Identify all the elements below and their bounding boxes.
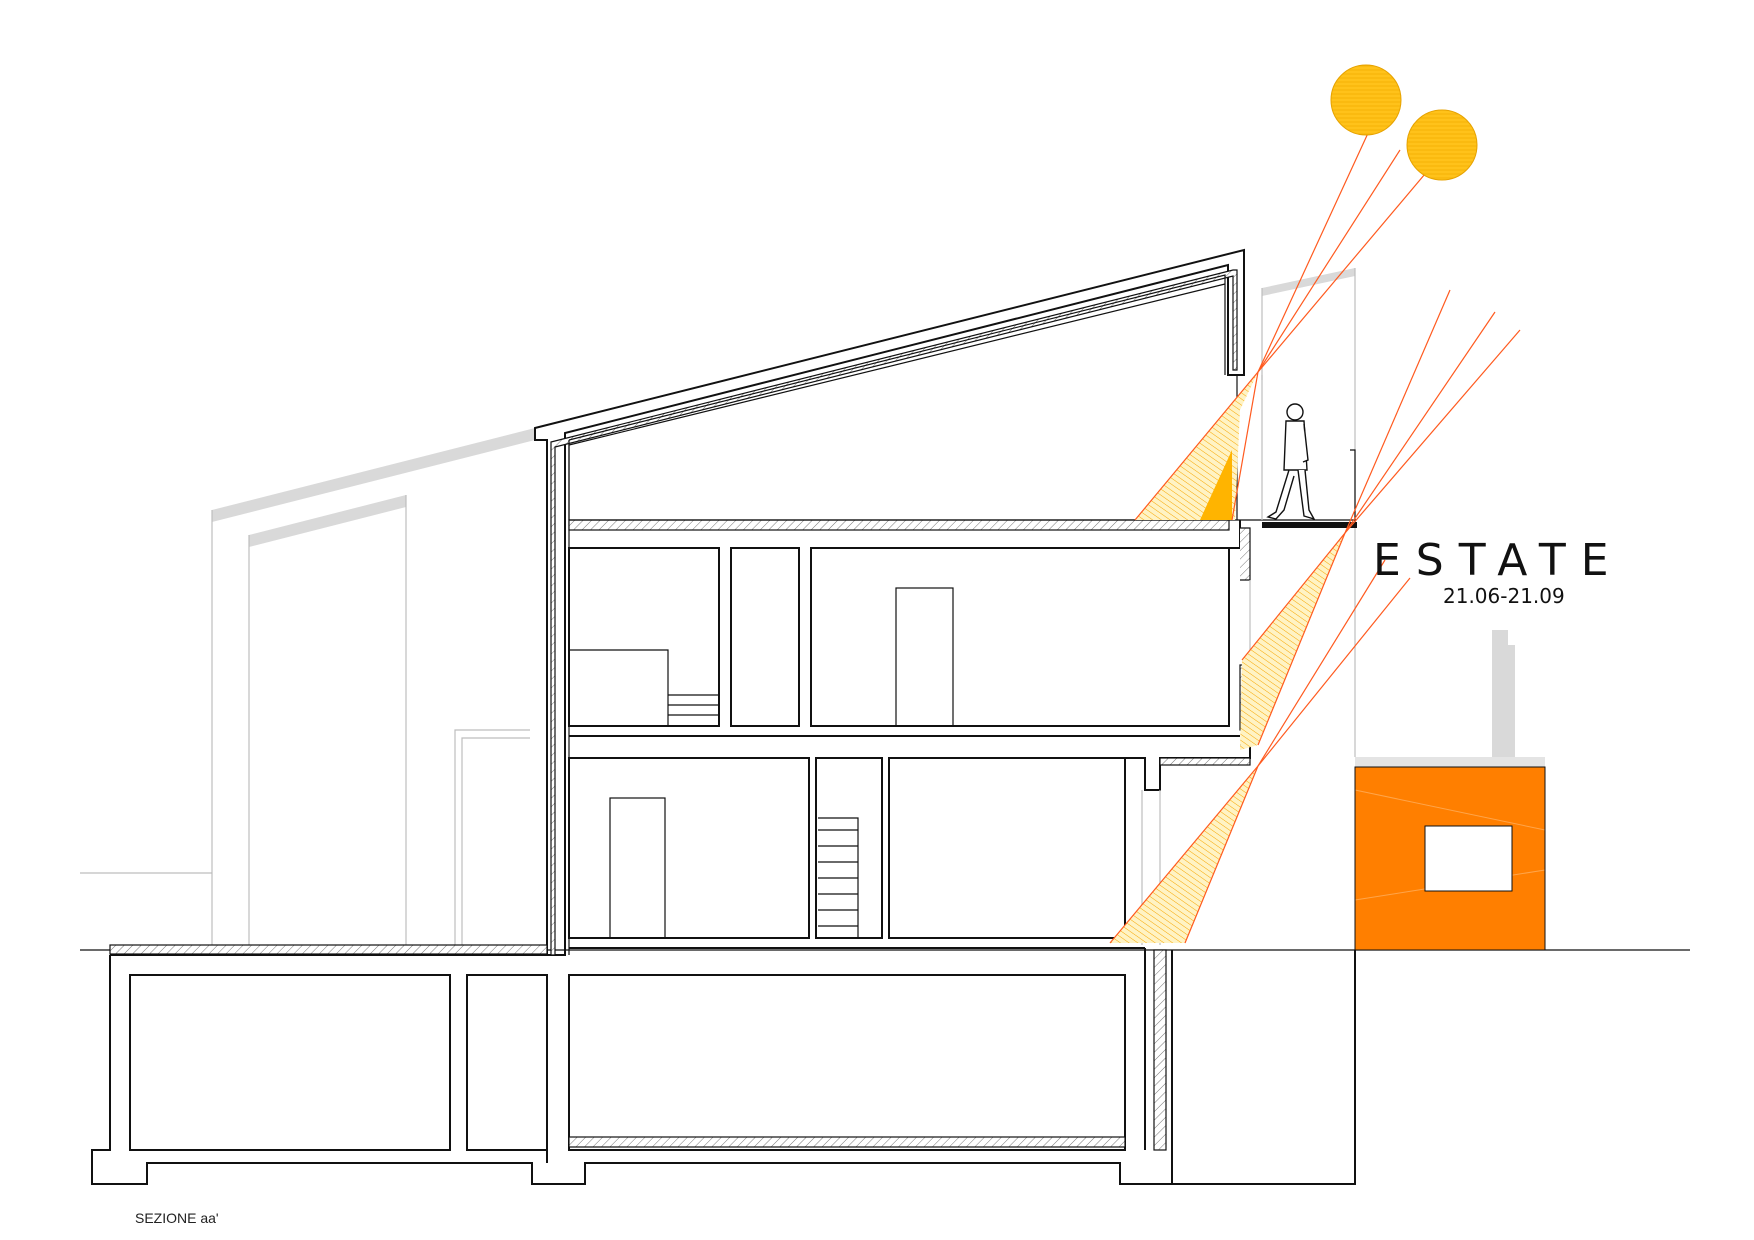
door-2c <box>895 587 954 727</box>
stair-2a <box>569 649 719 726</box>
season-title: ESTATE <box>1373 535 1624 586</box>
building-section <box>91 248 1357 1185</box>
room-1b <box>815 757 883 939</box>
sun-high-icon <box>1330 64 1402 136</box>
sunlight-cones <box>1110 372 1345 943</box>
room-2b <box>730 547 800 727</box>
top-balcony <box>1262 449 1357 528</box>
basement <box>91 948 1356 1185</box>
room-1c <box>888 757 1126 939</box>
door-1a <box>609 797 666 939</box>
sun-rays <box>1109 117 1521 944</box>
room-1a <box>568 757 810 939</box>
section-label: SEZIONE aa' <box>135 1210 219 1226</box>
neighbour-building-outline <box>80 428 535 945</box>
room-2a <box>568 547 720 727</box>
walking-person-icon <box>1266 403 1316 521</box>
sun-low-icon <box>1406 109 1478 181</box>
annex-window <box>1424 825 1513 892</box>
stair-1 <box>818 817 859 938</box>
orange-annex <box>1354 766 1546 951</box>
right-chimney-outline <box>1355 630 1545 767</box>
roof-slab <box>534 248 1245 956</box>
room-2c <box>810 547 1230 727</box>
season-dates: 21.06-21.09 <box>1443 584 1565 608</box>
